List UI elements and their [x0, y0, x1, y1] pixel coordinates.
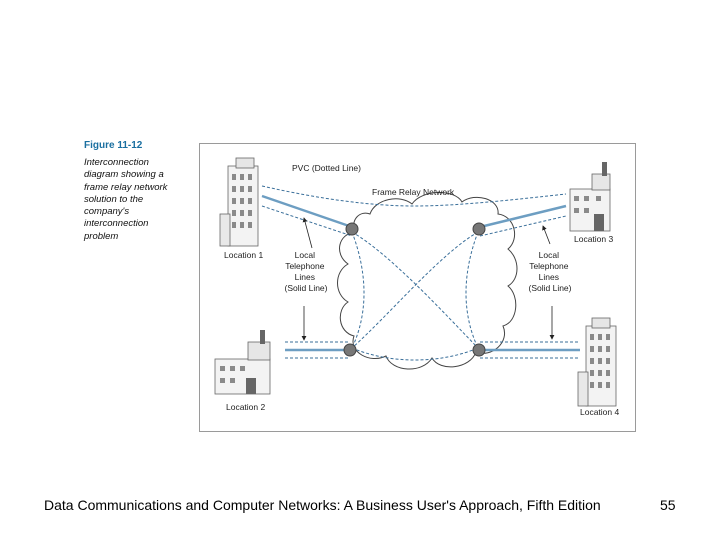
line-loc3: [479, 204, 567, 229]
location-4-label: Location 4: [580, 407, 619, 417]
building-location-2-icon: [214, 330, 271, 395]
pvc-2-4: [351, 347, 479, 361]
pvc-3-2: [351, 231, 479, 349]
left-lines-label-line: Lines: [295, 272, 315, 282]
right-lines-label-line: Local: [539, 250, 559, 260]
caption-line: interconnection: [84, 218, 149, 230]
right-lines-label-line: (Solid Line): [529, 283, 572, 293]
arrow-left-up: [302, 217, 313, 249]
pvc-1-4: [351, 231, 479, 349]
frame-relay-cloud: [337, 192, 518, 370]
location-2-label: Location 2: [226, 402, 265, 412]
pvc-1-3a: [261, 185, 567, 207]
label-arrows: [301, 217, 555, 341]
left-lines-label-line: Telephone: [285, 261, 325, 271]
line-loc1: [261, 194, 353, 229]
building-location-4-icon: [577, 317, 617, 407]
node-bottom-right: [472, 343, 486, 357]
caption-line: company's: [84, 206, 130, 218]
location-3-label: Location 3: [574, 234, 613, 244]
caption-line: diagram showing a: [84, 169, 164, 181]
node-top-right: [472, 222, 486, 236]
node-bottom-left: [343, 343, 357, 357]
right-lines-label-line: Lines: [539, 272, 559, 282]
local-telephone-lines: [261, 194, 580, 352]
network-diagram-svg: PVC (Dotted Line) Frame Relay Network Lo…: [214, 157, 619, 417]
network-diagram: PVC (Dotted Line) Frame Relay Network Lo…: [199, 143, 636, 432]
right-lines-label-line: Telephone: [529, 261, 569, 271]
network-nodes: [343, 222, 486, 357]
figure-caption: Figure 11-12 Interconnection diagram sho…: [84, 140, 194, 243]
pvc-3-4: [465, 231, 479, 349]
left-lines-label: Local Telephone Lines (Solid Line): [285, 250, 328, 293]
figure-label: Figure 11-12: [84, 140, 143, 151]
left-lines-label-line: Local: [295, 250, 315, 260]
figure-description: Interconnection diagram showing a frame …: [84, 157, 194, 243]
caption-line: solution to the: [84, 193, 144, 205]
page-number: 55: [660, 497, 676, 513]
left-lines-label-line: (Solid Line): [285, 283, 328, 293]
network-label: Frame Relay Network: [372, 187, 455, 197]
building-location-3-icon: [569, 162, 611, 232]
caption-line: problem: [84, 230, 119, 242]
right-lines-label: Local Telephone Lines (Solid Line): [529, 250, 572, 293]
pvc-label: PVC (Dotted Line): [292, 163, 361, 173]
building-location-1-icon: [219, 157, 259, 247]
arrow-right-up: [542, 225, 551, 245]
location-1-label: Location 1: [224, 250, 263, 260]
pvc-1-2: [351, 231, 365, 349]
caption-line: frame relay network: [84, 181, 168, 193]
node-top-left: [345, 222, 359, 236]
caption-line: Interconnection: [84, 157, 149, 168]
footer-book-title: Data Communications and Computer Network…: [44, 497, 601, 513]
